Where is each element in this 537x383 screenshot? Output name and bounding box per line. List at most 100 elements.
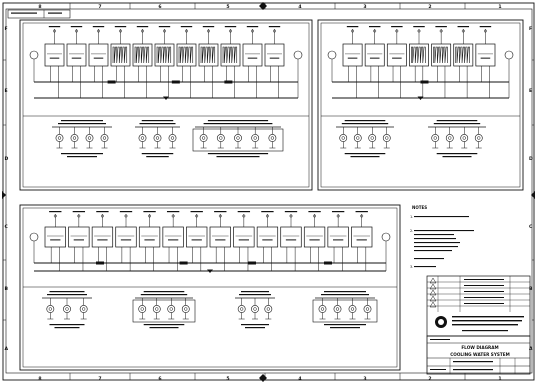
pump-impeller	[140, 136, 145, 140]
system-boundary	[19, 19, 313, 191]
system-panels	[19, 19, 524, 371]
note-text-line	[414, 250, 452, 252]
heat-exchanger-coil	[433, 46, 448, 64]
expansion-tank	[29, 232, 39, 242]
unit-valve	[207, 29, 210, 33]
heat-exchanger-unit	[220, 43, 241, 67]
company-name-text	[452, 324, 518, 326]
top-zone-label: 7	[98, 4, 101, 10]
pump-impeller	[155, 136, 160, 140]
unit-valve	[75, 29, 78, 33]
unit-tag-text	[96, 211, 109, 213]
heat-exchanger-unit	[88, 43, 109, 67]
unit-valve	[163, 29, 166, 33]
heat-exchanger-unit	[453, 43, 474, 67]
heat-exchanger-unit	[115, 226, 137, 248]
pump-group-label-text	[143, 324, 185, 326]
unit-valve	[360, 214, 364, 218]
right-row-label: A	[529, 346, 533, 352]
bottom-zone-label: 7	[98, 376, 101, 382]
drawing-tag-text	[48, 12, 62, 14]
unit-tag-text	[284, 211, 298, 213]
unit-valve	[124, 214, 128, 218]
heat-exchanger-coil	[200, 46, 216, 64]
heat-exchanger-unit	[186, 226, 208, 248]
revision-block	[426, 275, 531, 337]
unit-label-text	[71, 57, 82, 59]
pump-group-label-text	[49, 324, 85, 326]
unit-label-text	[333, 239, 344, 241]
pump-group-label-text	[141, 153, 174, 155]
heat-exchanger-unit	[264, 43, 285, 67]
unit-valve	[273, 29, 276, 33]
bottom-zone-label: 4	[298, 376, 301, 382]
pump	[199, 134, 208, 142]
pump-group-tag-text	[58, 123, 106, 125]
pump	[79, 305, 88, 313]
center-mark-bottom	[259, 374, 267, 382]
pump-group-label-text	[61, 153, 103, 155]
unit-valve	[461, 29, 465, 33]
pump	[318, 305, 327, 313]
pump	[100, 134, 109, 142]
heat-exchanger-unit	[280, 226, 302, 248]
pump-impeller	[169, 307, 173, 311]
top-zone-label: 8	[38, 4, 41, 10]
revision-triangle	[429, 289, 437, 296]
unit-label-text	[369, 57, 380, 59]
unit-valve	[395, 29, 399, 33]
note-text-line	[414, 246, 458, 248]
pump-impeller	[219, 136, 223, 140]
unit-label-text	[73, 239, 84, 241]
pump-impeller	[184, 307, 188, 311]
heat-exchanger-unit	[233, 226, 255, 248]
top-zone-label: 3	[363, 4, 366, 10]
pump-impeller	[253, 307, 257, 311]
system-inner-boundary	[22, 22, 310, 188]
project-name-text	[462, 330, 508, 332]
unit-tag-text	[368, 26, 381, 28]
unit-label-text	[285, 239, 297, 241]
expansion-tank	[504, 50, 514, 60]
pump-group-tag-text	[143, 291, 185, 293]
bottom-zone-label: 3	[363, 376, 366, 382]
heat-exchanger-unit	[342, 43, 363, 67]
heat-exchanger-unit	[242, 43, 263, 67]
pump-group-tag-text	[139, 123, 176, 125]
right-row-label: D	[529, 156, 533, 162]
bottom-zone-label: 5	[226, 376, 229, 382]
pump-group-tag-text	[61, 120, 103, 122]
heat-exchanger-unit	[91, 226, 114, 248]
title-block-frame	[426, 335, 531, 375]
pump-group-tag-text	[341, 123, 389, 125]
flow-arrow	[163, 96, 169, 100]
top-zone-label: 1	[498, 4, 501, 10]
company-name-text	[452, 320, 522, 322]
pump-group-label-text	[67, 156, 97, 158]
pump-group-label-text	[330, 327, 360, 329]
pump	[460, 134, 469, 142]
unit-label-text	[247, 57, 258, 59]
unit-valve	[77, 214, 81, 218]
top-zone-label: 6	[158, 4, 161, 10]
heat-exchanger-unit	[68, 226, 90, 248]
heat-exchanger-unit	[364, 43, 385, 67]
unit-tag-text	[143, 211, 156, 213]
pump-impeller	[356, 136, 360, 140]
revision-triangle	[429, 283, 437, 290]
top-left-panel-tag-block	[7, 9, 71, 19]
unit-valve	[171, 214, 175, 218]
unit-valve	[313, 214, 317, 218]
header-tag	[224, 80, 233, 84]
unit-tag-text	[190, 211, 203, 213]
heat-exchanger-unit	[409, 43, 429, 67]
unit-valve	[417, 29, 421, 33]
unit-label-text	[347, 57, 358, 59]
unit-label-text	[238, 239, 249, 241]
pump-impeller	[320, 307, 325, 311]
note-text-line	[414, 238, 456, 240]
heat-exchanger-unit	[386, 43, 407, 67]
unit-valve	[336, 214, 340, 218]
bottom-zone-label: 2	[428, 376, 431, 382]
